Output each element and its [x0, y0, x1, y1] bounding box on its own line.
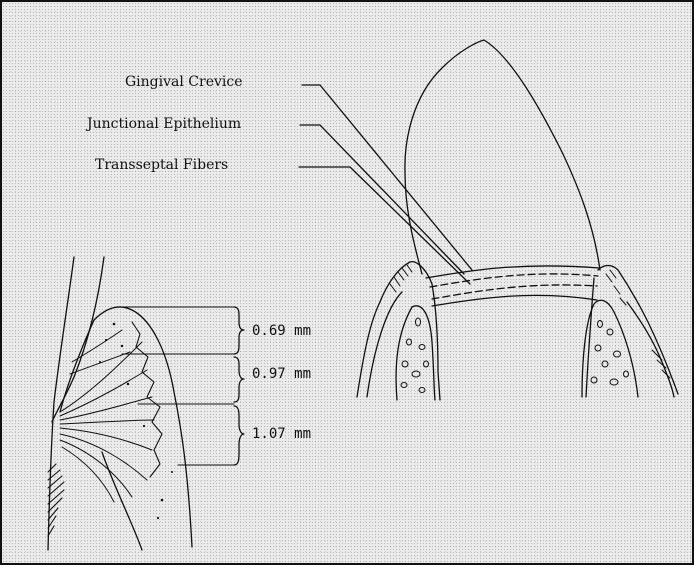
- interdental-tissue-bottom: [432, 295, 597, 306]
- tooth-crown: [405, 40, 600, 274]
- inset-stipple-dots: [99, 323, 173, 519]
- crevice-depth-measurement: 0.69 mm: [252, 324, 311, 338]
- measurement-braces: [234, 307, 244, 465]
- transseptal-fibers-leader: [299, 167, 470, 284]
- inset-gingiva-outline: [94, 307, 192, 547]
- right-papilla: [598, 266, 678, 395]
- brace-1: [234, 307, 244, 354]
- brace-2: [234, 357, 244, 402]
- transseptal-fibers-label: Transseptal Fibers: [95, 158, 228, 172]
- inset-fibers: [60, 330, 154, 502]
- epithelial-attachment-measurement: 0.97 mm: [252, 367, 311, 381]
- brace-3: [234, 406, 244, 465]
- connective-tissue-measurement: 1.07 mm: [252, 427, 311, 441]
- right-bone-pores: [591, 321, 629, 386]
- junctional-epithelium-label: Junctional Epithelium: [87, 117, 241, 131]
- left-bone-pores: [401, 318, 429, 393]
- inset-epithelial-ridges: [132, 322, 162, 477]
- leader-lines: [299, 85, 472, 284]
- inset-tooth-root-inner: [52, 257, 104, 422]
- crevice-dashed: [430, 274, 598, 287]
- measurement-guides: [120, 307, 234, 465]
- right-inner-gingiva: [586, 278, 594, 397]
- right-outer-edge: [627, 302, 674, 397]
- gingival-crevice-leader: [302, 85, 472, 270]
- junctional-epithelium-leader: [300, 125, 464, 274]
- right-papilla-hatching: [606, 270, 670, 378]
- inset-lower-contour: [102, 452, 142, 550]
- gingival-crevice-label: Gingival Crevice: [125, 75, 243, 89]
